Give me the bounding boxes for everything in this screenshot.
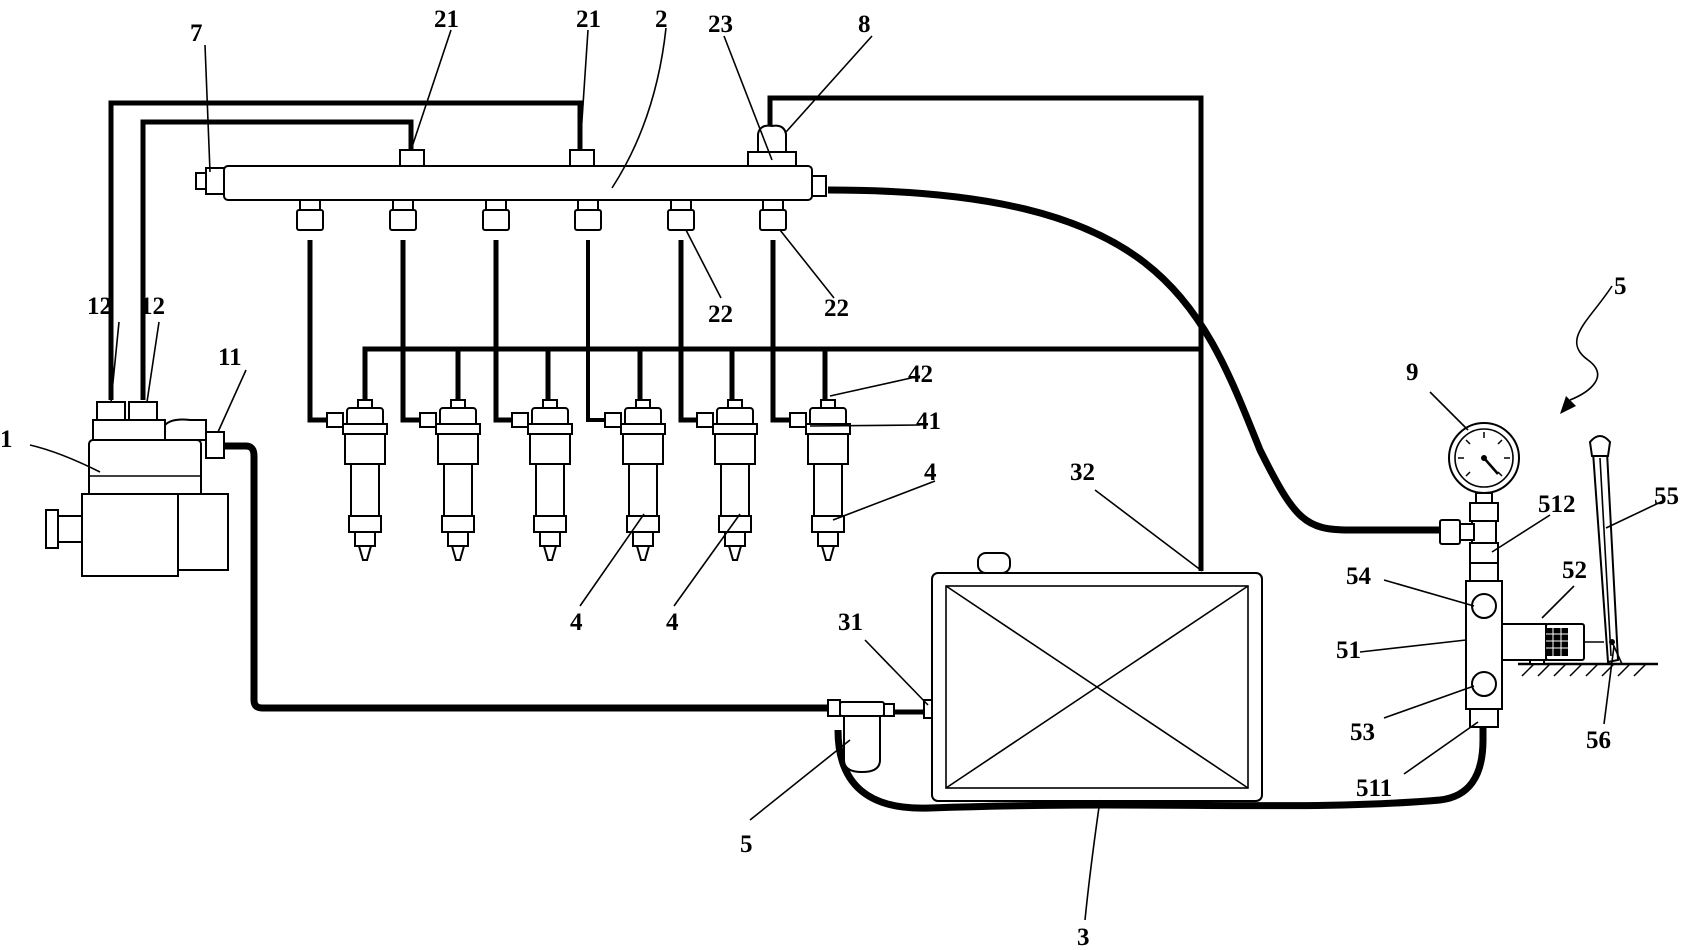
rail-body xyxy=(223,165,813,201)
assembly-pointer-line xyxy=(1569,285,1613,401)
pump-port-left-nut xyxy=(96,401,126,421)
body-outlet-fitting xyxy=(1469,542,1499,564)
label-piston: 52 xyxy=(1562,557,1587,584)
label-rail-outlet-a: 22 xyxy=(708,301,733,328)
pump-valve-housing xyxy=(164,418,207,441)
label-rail: 2 xyxy=(655,6,668,33)
pressure-gauge xyxy=(1439,422,1520,545)
rail-outlet-fittings xyxy=(296,199,787,231)
rail-outlet-end xyxy=(811,175,827,197)
pressure-valve xyxy=(757,124,787,153)
leader-lines xyxy=(29,27,1666,921)
check-valve-outlet xyxy=(1471,593,1497,619)
high-pressure-pump xyxy=(45,401,229,577)
label-tank-return: 32 xyxy=(1070,459,1095,486)
pipe-network xyxy=(108,95,1487,812)
gauge-ticks xyxy=(1458,432,1510,477)
lever-handle xyxy=(1588,435,1612,457)
tank-cap xyxy=(977,552,1011,574)
label-pump: 1 xyxy=(0,426,13,453)
check-valve-inlet xyxy=(1471,671,1497,697)
label-tank: 3 xyxy=(1077,924,1090,950)
pipe-injector-return xyxy=(362,346,1201,400)
label-pump-body: 51 xyxy=(1336,637,1361,664)
pipe-valve-return xyxy=(767,95,1204,571)
label-pivot: 56 xyxy=(1586,727,1611,754)
pipe-rail-to-injector-5 xyxy=(678,240,697,423)
label-rail-valve-port: 23 xyxy=(708,11,733,38)
pipe-rail-to-injector-1 xyxy=(307,240,327,423)
injector xyxy=(604,399,666,561)
assembly-pointer-arrowhead xyxy=(1560,396,1576,414)
pipe-rail-to-gauge-outer xyxy=(827,186,1440,534)
label-body-outlet: 512 xyxy=(1538,491,1576,518)
injector xyxy=(789,399,851,561)
rail-end-plug xyxy=(195,172,207,190)
gauge-inlet-nut xyxy=(1439,519,1461,545)
piston xyxy=(1546,628,1568,656)
piston-bore xyxy=(1501,623,1547,661)
injector xyxy=(696,399,758,561)
label-injector-return: 42 xyxy=(908,361,933,388)
label-filter: 5 xyxy=(740,831,753,858)
tank-outlet-port xyxy=(923,699,933,719)
ground-hatch xyxy=(1521,663,1647,677)
pump-port-right-nut xyxy=(128,401,158,421)
gauge-stem-nut xyxy=(1469,502,1499,522)
label-rail-inlet-a: 21 xyxy=(434,6,459,33)
label-pressure-plug: 7 xyxy=(190,20,203,47)
label-injector-inlet: 41 xyxy=(916,408,941,435)
label-injector-a: 4 xyxy=(570,609,583,636)
fuel-filter xyxy=(827,699,895,774)
pipe-pump-to-rail-inlet-left xyxy=(140,119,414,400)
injector xyxy=(326,399,388,561)
label-tank-outlet: 31 xyxy=(838,609,863,636)
gauge-needle xyxy=(1483,457,1499,475)
rail-inlet-fitting-right xyxy=(569,149,595,167)
filter-bowl xyxy=(843,715,881,774)
pump-outlet-fitting xyxy=(205,431,225,459)
pump-drive-shaft xyxy=(55,515,83,543)
pipe-pump-to-rail-inlet-right xyxy=(108,100,583,400)
filter-head xyxy=(839,701,885,717)
injectors xyxy=(326,399,851,561)
hand-pump-assembly xyxy=(1465,285,1658,728)
label-pump-port-a: 12 xyxy=(87,293,112,320)
pipe-rail-to-injector-4 xyxy=(586,240,605,422)
label-check-valve-out: 54 xyxy=(1346,563,1372,590)
label-lever: 55 xyxy=(1654,483,1679,510)
part-labels: 1 11 12 12 7 21 21 2 23 8 22 22 42 41 4 … xyxy=(0,6,1679,950)
pipe-rail-to-injector-3 xyxy=(493,240,512,423)
label-pressure-valve: 8 xyxy=(858,11,871,38)
pump-shaft-flange xyxy=(45,509,59,549)
pipe-pump-to-filter-inner xyxy=(224,444,838,710)
label-body-inlet: 511 xyxy=(1356,775,1392,802)
rail-inlet-fitting-left xyxy=(399,149,425,167)
pipe-rail-to-injector-6 xyxy=(770,240,790,423)
label-pump-port-b: 12 xyxy=(140,293,165,320)
pump-lower-body xyxy=(81,493,179,577)
fuel-tank xyxy=(923,552,1263,802)
label-check-valve-in: 53 xyxy=(1350,719,1375,746)
label-rail-outlet-b: 22 xyxy=(824,295,849,322)
pipe-rail-to-injector-2 xyxy=(400,240,420,423)
label-injector-b: 4 xyxy=(666,609,679,636)
pipe-filter-to-hand-pump-inner xyxy=(836,726,1485,810)
label-injector-c: 4 xyxy=(924,459,937,486)
common-rail xyxy=(195,124,827,231)
pump-head xyxy=(92,419,166,441)
label-hand-pump: 5 xyxy=(1614,273,1627,300)
injector xyxy=(419,399,481,561)
label-gauge: 9 xyxy=(1406,359,1419,386)
pipe-rail-to-gauge-inner xyxy=(827,188,1440,532)
injector xyxy=(511,399,573,561)
label-pump-outlet: 11 xyxy=(218,344,242,371)
pump-side-body xyxy=(177,493,229,571)
label-rail-inlet-b: 21 xyxy=(576,6,601,33)
